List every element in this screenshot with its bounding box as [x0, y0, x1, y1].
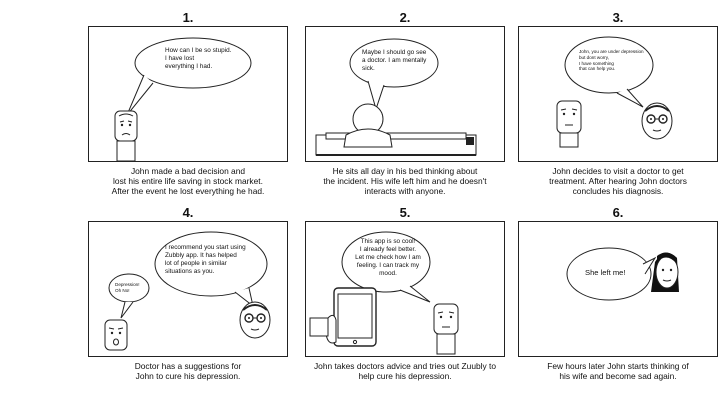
panel-number: 3. [612, 10, 624, 25]
john-character [433, 303, 459, 355]
panel-caption: Doctor has a suggestions for John to cur… [134, 361, 242, 382]
panel-number: 1. [182, 10, 194, 25]
speech-bubble [564, 36, 654, 94]
speech-bubble [154, 231, 268, 297]
speech-text-small: Depression! Oh No! [115, 282, 140, 293]
panel-number: 5. [399, 205, 411, 220]
panel-frame: She left me! [518, 221, 718, 357]
panel-caption: John decides to visit a doctor to get tr… [549, 166, 687, 197]
panel-2-illustration [315, 38, 477, 156]
panel-frame: This app is so cool! I already feel bett… [305, 221, 505, 357]
speech-text: This app is so cool! I already feel bett… [355, 238, 421, 277]
panel-number: 2. [399, 10, 411, 25]
panel-caption: John takes doctors advice and tries out … [313, 361, 497, 382]
panel-frame: How can I be so stupid. I have lost ever… [88, 26, 288, 162]
panel-number: 6. [612, 205, 624, 220]
wife-character [651, 252, 679, 292]
speech-text: She left me! [585, 268, 626, 277]
speech-bubble [134, 37, 252, 89]
panel-4-illustration [104, 231, 271, 351]
panel-number: 4. [182, 205, 194, 220]
doctor-character [641, 102, 673, 140]
speech-text: I recommend you start using Zubbly app. … [165, 244, 246, 275]
john-character [556, 100, 582, 148]
speech-bubble [341, 231, 431, 293]
speech-text: Maybe I should go see a doctor. I am men… [362, 49, 427, 72]
phone-app [309, 287, 377, 347]
john-character [104, 319, 128, 351]
john-character [343, 103, 393, 148]
panel-frame: John, you are under depression but dont … [518, 26, 718, 162]
panel-caption: Few hours later John starts thinking of … [547, 361, 689, 382]
panel-frame: I recommend you start using Zubbly app. … [88, 221, 288, 357]
panel-5-illustration [309, 231, 459, 355]
panel-6-illustration [566, 247, 679, 301]
bed [315, 132, 477, 156]
panel-1-illustration [114, 37, 252, 161]
panel-3-illustration [556, 36, 673, 148]
doctor-character [239, 301, 271, 339]
speech-text: How can I be so stupid. I have lost ever… [165, 47, 232, 70]
speech-text: John, you are under depression but dont … [579, 49, 644, 72]
panel-caption: John made a bad decision and lost his en… [111, 166, 265, 197]
speech-bubble [349, 38, 439, 88]
john-character [114, 110, 138, 161]
panel-frame: Maybe I should go see a doctor. I am men… [305, 26, 505, 162]
speech-bubble [566, 247, 652, 301]
panel-caption: He sits all day in his bed thinking abou… [323, 166, 487, 197]
